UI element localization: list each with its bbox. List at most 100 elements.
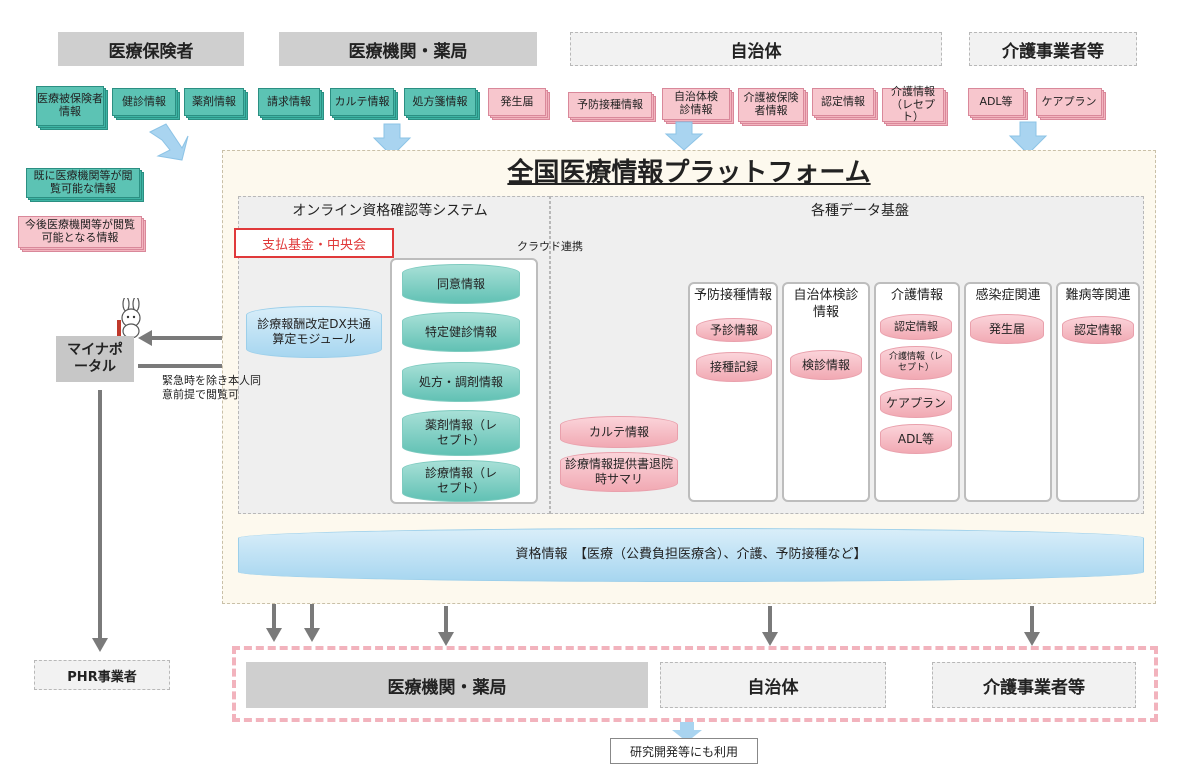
cyl-label: 接種記録 bbox=[709, 359, 758, 374]
doc-label: 介護情報（レセプト） bbox=[891, 85, 935, 124]
doc-muni-certification: 認定情報 bbox=[812, 88, 878, 120]
cyl-label: 特定健診情報 bbox=[424, 324, 497, 339]
research-label: 研究開発等にも利用 bbox=[629, 744, 738, 759]
doc-medical-notification: 発生届 bbox=[488, 88, 550, 120]
qualification-label: 資格情報 【医療（公費負担医療含）、介護、予防接種など】 bbox=[515, 546, 867, 562]
cyl-label: 検診情報 bbox=[801, 357, 850, 372]
column-title: 難病等関連 bbox=[1065, 288, 1131, 303]
header-insurer-label: 医療保険者 bbox=[108, 41, 194, 62]
cyl-checkup-info: 検診情報 bbox=[790, 350, 862, 380]
header-medical-label: 医療機関・薬局 bbox=[348, 41, 468, 62]
cyl-label: 認定情報 bbox=[1073, 322, 1122, 337]
bottom-container bbox=[232, 646, 1158, 722]
header-care: 介護事業者等 bbox=[969, 32, 1137, 66]
phr-label: PHR事業者 bbox=[67, 669, 137, 685]
doc-label: ADL等 bbox=[979, 94, 1013, 108]
platform-title: 全国医療情報プラットフォーム bbox=[507, 157, 871, 188]
doc-label: 介護被保険者情報 bbox=[743, 91, 799, 117]
cyl-summary: 診療情報提供書退院時サマリ bbox=[560, 452, 678, 492]
cyl-care-receipt: 介護情報（レセプト） bbox=[880, 346, 952, 380]
cyl-drug-receipt: 薬剤情報（レセプト） bbox=[402, 410, 520, 456]
doc-label: カルテ情報 bbox=[334, 94, 390, 108]
doc-label: 医療被保険者情報 bbox=[37, 92, 103, 118]
cyl-label: ADL等 bbox=[897, 431, 935, 446]
bottom-care-label: 介護事業者等 bbox=[983, 677, 1085, 698]
cyl-label: 予診情報 bbox=[709, 322, 758, 337]
doc-insurer-drug: 薬剤情報 bbox=[184, 88, 248, 120]
column-muni-checkup: 自治体検診情報 bbox=[782, 282, 870, 502]
dx-module-cylinder: 診療報酬改定DX共通算定モジュール bbox=[246, 306, 382, 358]
bottom-care: 介護事業者等 bbox=[932, 662, 1136, 708]
cyl-label: 同意情報 bbox=[436, 276, 485, 291]
cyl-label: 薬剤情報（レセプト） bbox=[424, 418, 497, 447]
cyl-medical-receipt: 診療情報（レセプト） bbox=[402, 460, 520, 502]
cyl-outbreak: 発生届 bbox=[970, 314, 1044, 344]
doc-care-adl: ADL等 bbox=[968, 88, 1028, 120]
doc-label: 発生届 bbox=[500, 94, 534, 108]
doc-care-plan: ケアプラン bbox=[1036, 88, 1106, 120]
arrow-care-icon bbox=[1008, 121, 1048, 155]
doc-label: 自治体検診情報 bbox=[674, 90, 718, 116]
column-title: 予防接種情報 bbox=[693, 288, 772, 303]
legend-future: 今後医療機関等が閲覧可能となる情報 bbox=[18, 216, 146, 252]
mynaportal-label: マイナポータル bbox=[67, 341, 123, 376]
qualification-band: 資格情報 【医療（公費負担医療含）、介護、予防接種など】 bbox=[238, 528, 1144, 582]
doc-muni-care-receipt: 介護情報（レセプト） bbox=[882, 85, 948, 126]
bottom-municipality: 自治体 bbox=[660, 662, 886, 708]
cyl-label: 処方・調剤情報 bbox=[418, 374, 503, 389]
header-municipality: 自治体 bbox=[570, 32, 942, 66]
doc-muni-checkup: 自治体検診情報 bbox=[662, 88, 734, 124]
doc-insurer-checkup: 健診情報 bbox=[112, 88, 180, 120]
cyl-vaccine-record: 接種記録 bbox=[696, 352, 772, 382]
cyl-label: 発生届 bbox=[988, 321, 1025, 336]
cyl-karte: カルテ情報 bbox=[560, 416, 678, 448]
cyl-specific-checkup: 特定健診情報 bbox=[402, 312, 520, 352]
cyl-care-plan: ケアプラン bbox=[880, 388, 952, 418]
header-care-label: 介護事業者等 bbox=[1002, 41, 1104, 62]
header-insurer: 医療保険者 bbox=[58, 32, 244, 66]
cyl-label: 診療情報（レセプト） bbox=[424, 466, 497, 495]
doc-label: ケアプラン bbox=[1041, 94, 1097, 108]
payment-fund-label: 支払基金・中央会 bbox=[261, 237, 366, 253]
doc-label: 薬剤情報 bbox=[192, 94, 236, 108]
doc-label: 処方箋情報 bbox=[412, 94, 468, 108]
header-medical: 医療機関・薬局 bbox=[279, 32, 537, 66]
online-system-title: オンライン資格確認等システム bbox=[292, 203, 488, 219]
doc-muni-care-insured: 介護被保険者情報 bbox=[738, 88, 808, 126]
arrow-municipality-icon bbox=[664, 121, 704, 151]
cyl-pre-exam: 予診情報 bbox=[696, 318, 772, 342]
header-municipality-label: 自治体 bbox=[730, 41, 782, 62]
research-box: 研究開発等にも利用 bbox=[610, 738, 758, 764]
cyl-label: 診療情報提供書退院時サマリ bbox=[564, 457, 673, 486]
cyl-label: 認定情報 bbox=[894, 320, 938, 334]
doc-medical-karte: カルテ情報 bbox=[330, 88, 398, 120]
arrow-insurer-icon bbox=[149, 123, 189, 161]
phr-box: PHR事業者 bbox=[34, 660, 170, 690]
doc-label: 予防接種情報 bbox=[577, 97, 643, 111]
cyl-intractable-cert: 認定情報 bbox=[1062, 316, 1134, 344]
column-title: 感染症関連 bbox=[975, 288, 1041, 303]
doc-muni-vaccination: 予防接種情報 bbox=[568, 92, 656, 122]
doc-label: 健診情報 bbox=[122, 94, 166, 108]
cyl-adl: ADL等 bbox=[880, 424, 952, 454]
column-vaccination: 予防接種情報 bbox=[688, 282, 778, 502]
legend-future-label: 今後医療機関等が閲覧可能となる情報 bbox=[25, 218, 135, 244]
doc-medical-claim: 請求情報 bbox=[258, 88, 324, 120]
payment-fund-box: 支払基金・中央会 bbox=[234, 228, 394, 258]
mynaportal-box: マイナポータル bbox=[56, 336, 134, 382]
data-base-title: 各種データ基盤 bbox=[811, 203, 909, 219]
doc-insurer-insured: 医療被保険者情報 bbox=[36, 86, 108, 130]
cyl-consent: 同意情報 bbox=[402, 264, 520, 304]
bottom-medical-label: 医療機関・薬局 bbox=[387, 677, 507, 698]
legend-existing-label: 既に医療機関等が閲覧可能な情報 bbox=[33, 169, 133, 195]
column-title: 介護情報 bbox=[890, 288, 943, 303]
column-title: 自治体検診情報 bbox=[793, 288, 859, 320]
arrow-research-icon bbox=[672, 722, 702, 742]
dx-module-label: 診療報酬改定DX共通算定モジュール bbox=[257, 317, 371, 346]
cyl-prescription: 処方・調剤情報 bbox=[402, 362, 520, 402]
doc-label: 請求情報 bbox=[267, 94, 311, 108]
consent-note: 緊急時を除き本人同意前提で閲覧可 bbox=[162, 374, 261, 402]
doc-label: 認定情報 bbox=[821, 94, 865, 108]
cloud-link-label: クラウド連携 bbox=[517, 240, 583, 253]
legend-existing: 既に医療機関等が閲覧可能な情報 bbox=[26, 168, 144, 202]
